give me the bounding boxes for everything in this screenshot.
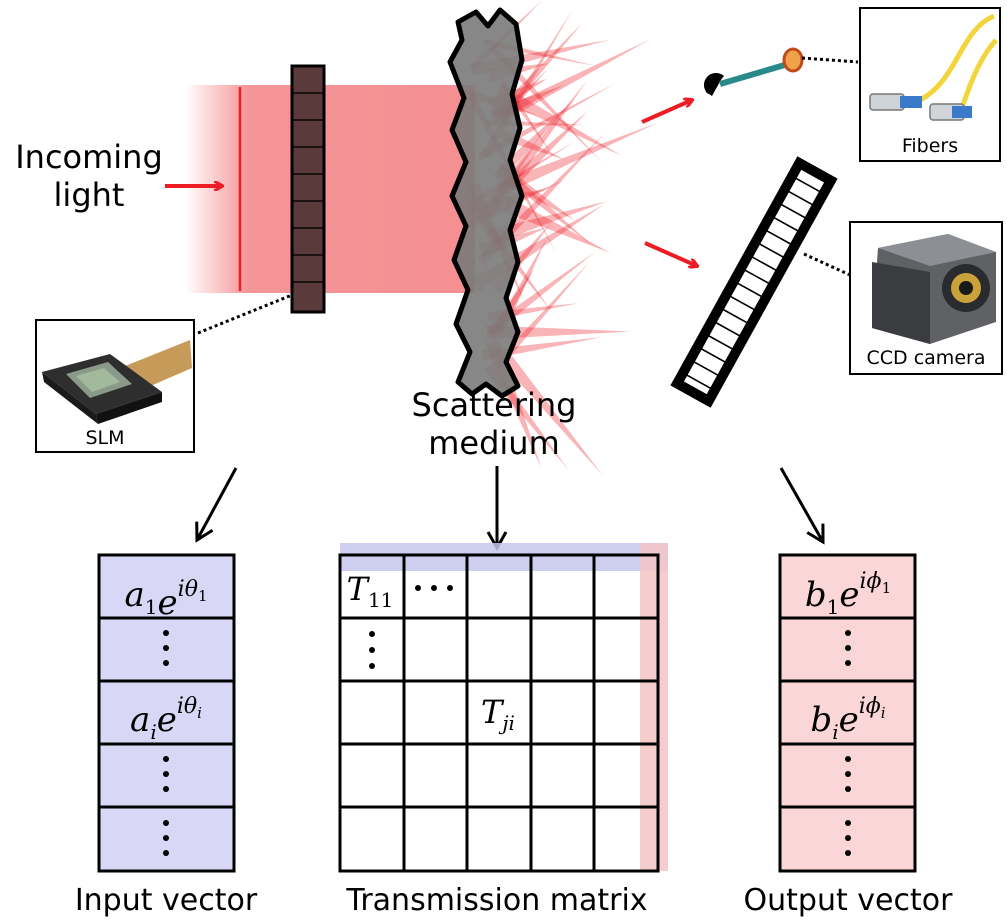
fibers-label: Fibers <box>902 135 958 157</box>
matrix-vdots <box>369 631 375 669</box>
ccd-pixel-strip <box>670 156 838 408</box>
matrix-hdots <box>415 585 453 591</box>
input-vdots-1 <box>163 630 169 666</box>
slm-device-icon <box>42 340 192 424</box>
fibers-inset: Fibers <box>859 7 1001 162</box>
scattering-label-line1: Scattering <box>412 386 577 424</box>
slm-inset: SLM <box>35 319 195 453</box>
transmission-matrix-label: Transmission matrix <box>345 883 647 918</box>
input-vdots-2 <box>163 756 169 792</box>
row-highlight <box>340 543 668 571</box>
output-vdots-3 <box>845 820 851 856</box>
slm-pixel-strip <box>290 64 326 314</box>
output-element-1: b1eiϕ1 <box>805 569 891 619</box>
scatter-spike <box>502 355 603 475</box>
input-element-1: a1beiθ1 <box>125 575 208 623</box>
incoming-label-line1: Incoming <box>15 138 163 176</box>
scatter-spike <box>482 337 602 361</box>
scatter-spike <box>494 84 622 156</box>
output-vector: b1eiϕ1 bieiϕi <box>778 553 917 873</box>
scatter-spike <box>486 325 631 340</box>
scatter-spike <box>493 261 591 370</box>
input-vdots-3 <box>163 820 169 856</box>
column-highlight <box>640 543 668 871</box>
scattering-label-line2: medium <box>428 424 560 462</box>
fiber-probe-icon <box>703 47 859 96</box>
arrow-to-output-vector <box>779 467 825 545</box>
output-vector-label: Output vector <box>744 883 954 918</box>
output-arrow-fibers <box>641 100 692 124</box>
matrix-element-t11: T11 <box>347 570 394 612</box>
output-vdots-2 <box>845 756 851 792</box>
output-element-i: bieiϕi <box>810 694 885 744</box>
transmission-matrix: T11 Tji <box>338 543 668 873</box>
scattering-medium <box>447 7 525 399</box>
output-arrow-camera <box>644 241 697 266</box>
arrow-to-input-vector <box>195 467 238 543</box>
scatter-spike <box>504 110 589 191</box>
input-vector-label: Input vector <box>75 883 258 918</box>
incoming-label-line2: light <box>54 176 125 214</box>
ccd-camera-icon <box>872 234 996 344</box>
scatter-spike <box>499 98 575 175</box>
ccd-label: CCD camera <box>867 347 986 369</box>
ccd-camera-inset: CCD camera <box>849 221 1003 375</box>
scatter-spike <box>485 201 607 246</box>
incoming-beam <box>185 85 475 293</box>
fiber-cables-icon <box>869 13 998 121</box>
output-vdots-1 <box>845 630 851 666</box>
matrix-element-tji: Tji <box>481 693 515 735</box>
slm-label: SLM <box>85 427 124 449</box>
input-vector: a1beiθ1 aieiθi <box>97 553 236 873</box>
input-element-i: aieiθi <box>130 694 202 744</box>
scatter-spike <box>496 39 650 123</box>
slm-connector <box>197 293 293 335</box>
scatter-spike <box>502 197 611 254</box>
ccd-connector <box>803 252 851 277</box>
scatter-spike <box>497 122 658 196</box>
